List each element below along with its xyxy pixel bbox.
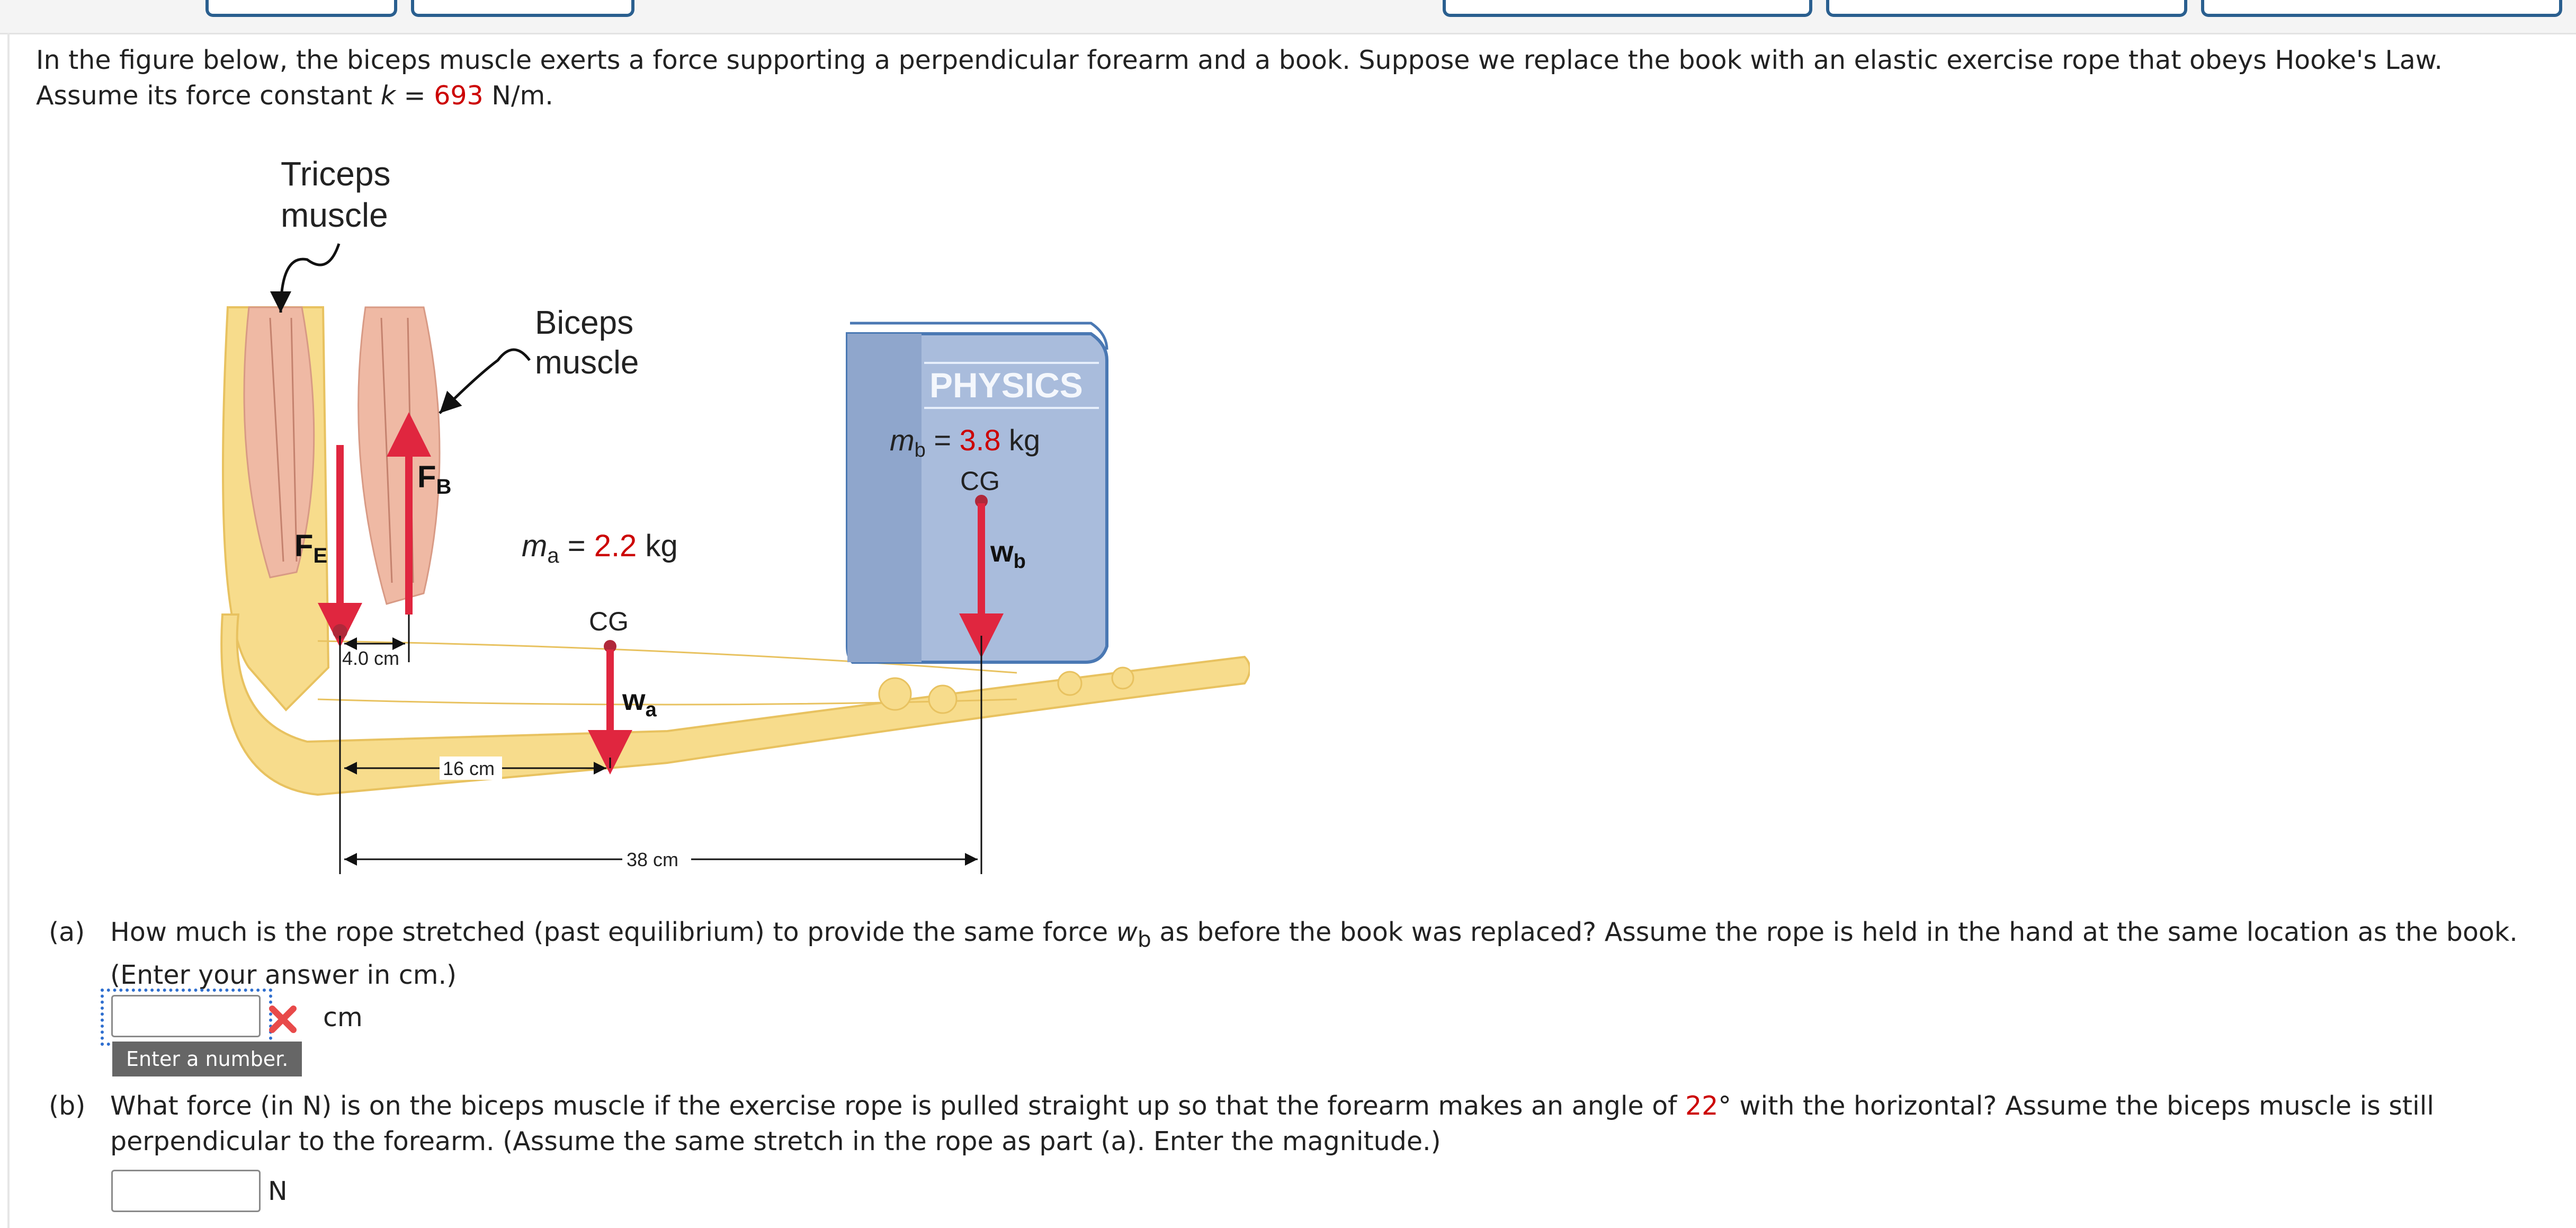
part-a-answer-input[interactable] — [111, 995, 261, 1037]
arm-book-figure: Triceps muscle Biceps muscle FE FB ma = … — [191, 138, 1251, 890]
part-b-question: What force (in N) is on the biceps muscl… — [110, 1088, 2546, 1159]
book-spine — [847, 334, 922, 662]
triceps-label-line2: muscle — [281, 196, 388, 234]
wa-label: wa — [622, 683, 657, 721]
k-value: 693 — [434, 81, 484, 111]
dim-38cm-label: 38 cm — [627, 849, 678, 870]
wb-label: wb — [990, 535, 1026, 573]
arm-cg-label: CG — [589, 607, 629, 636]
content-left-border — [7, 33, 10, 1228]
part-a-w-sub: b — [1137, 926, 1151, 952]
part-a-label: (a) — [49, 917, 85, 947]
pivot-point — [333, 624, 347, 639]
part-b-answer-input[interactable] — [111, 1170, 261, 1212]
validation-tooltip: Enter a number. — [112, 1042, 302, 1076]
part-b-unit: N — [268, 1176, 288, 1206]
mb-label: mb = 3.8 kg — [890, 423, 1040, 461]
toolbar-button-2[interactable] — [411, 0, 634, 17]
biceps-label-line1: Biceps — [535, 305, 633, 341]
k-unit: N/m. — [483, 81, 553, 111]
toolbar-button-5[interactable] — [2201, 0, 2562, 17]
part-a-text-1: How much is the rope stretched (past equ… — [110, 917, 1116, 947]
part-b-text-1: What force (in N) is on the biceps muscl… — [110, 1091, 1685, 1121]
top-toolbar — [0, 0, 2576, 34]
intro-text: In the figure below, the biceps muscle e… — [36, 45, 2443, 111]
part-b-text-2: ° with the horizontal? Assume the biceps… — [110, 1091, 2434, 1156]
k-symbol: k — [380, 81, 396, 111]
triceps-label-line1: Triceps — [281, 155, 390, 193]
book-cg-label: CG — [960, 466, 1000, 496]
triceps-muscle-shape — [243, 306, 315, 579]
part-a-text-2: as before the book was replaced? Assume … — [110, 917, 2518, 990]
part-a-unit: cm — [323, 1002, 363, 1033]
fb-label: FB — [417, 460, 451, 499]
ma-label: ma = 2.2 kg — [522, 529, 678, 567]
biceps-label-line2: muscle — [535, 344, 639, 381]
biceps-muscle-shape — [357, 306, 441, 605]
dim-16cm-label: 16 cm — [443, 758, 495, 779]
equals-sign: = — [395, 81, 434, 111]
part-b-label: (b) — [49, 1091, 86, 1121]
x-mark-icon — [269, 1005, 297, 1033]
toolbar-button-1[interactable] — [205, 0, 397, 17]
forearm-shape — [220, 613, 1251, 796]
problem-statement: In the figure below, the biceps muscle e… — [36, 42, 2546, 113]
part-a-w-symbol: w — [1116, 917, 1138, 947]
biceps-pointer — [439, 348, 531, 414]
triceps-pointer — [270, 243, 341, 313]
book-title: PHYSICS — [929, 366, 1083, 405]
part-a-question: How much is the rope stretched (past equ… — [110, 914, 2546, 993]
toolbar-button-3[interactable] — [1443, 0, 1812, 17]
part-b-angle: 22 — [1685, 1091, 1719, 1121]
dim-4cm-label: 4.0 cm — [342, 647, 399, 669]
toolbar-button-4[interactable] — [1826, 0, 2187, 17]
fe-label: FE — [294, 529, 327, 567]
